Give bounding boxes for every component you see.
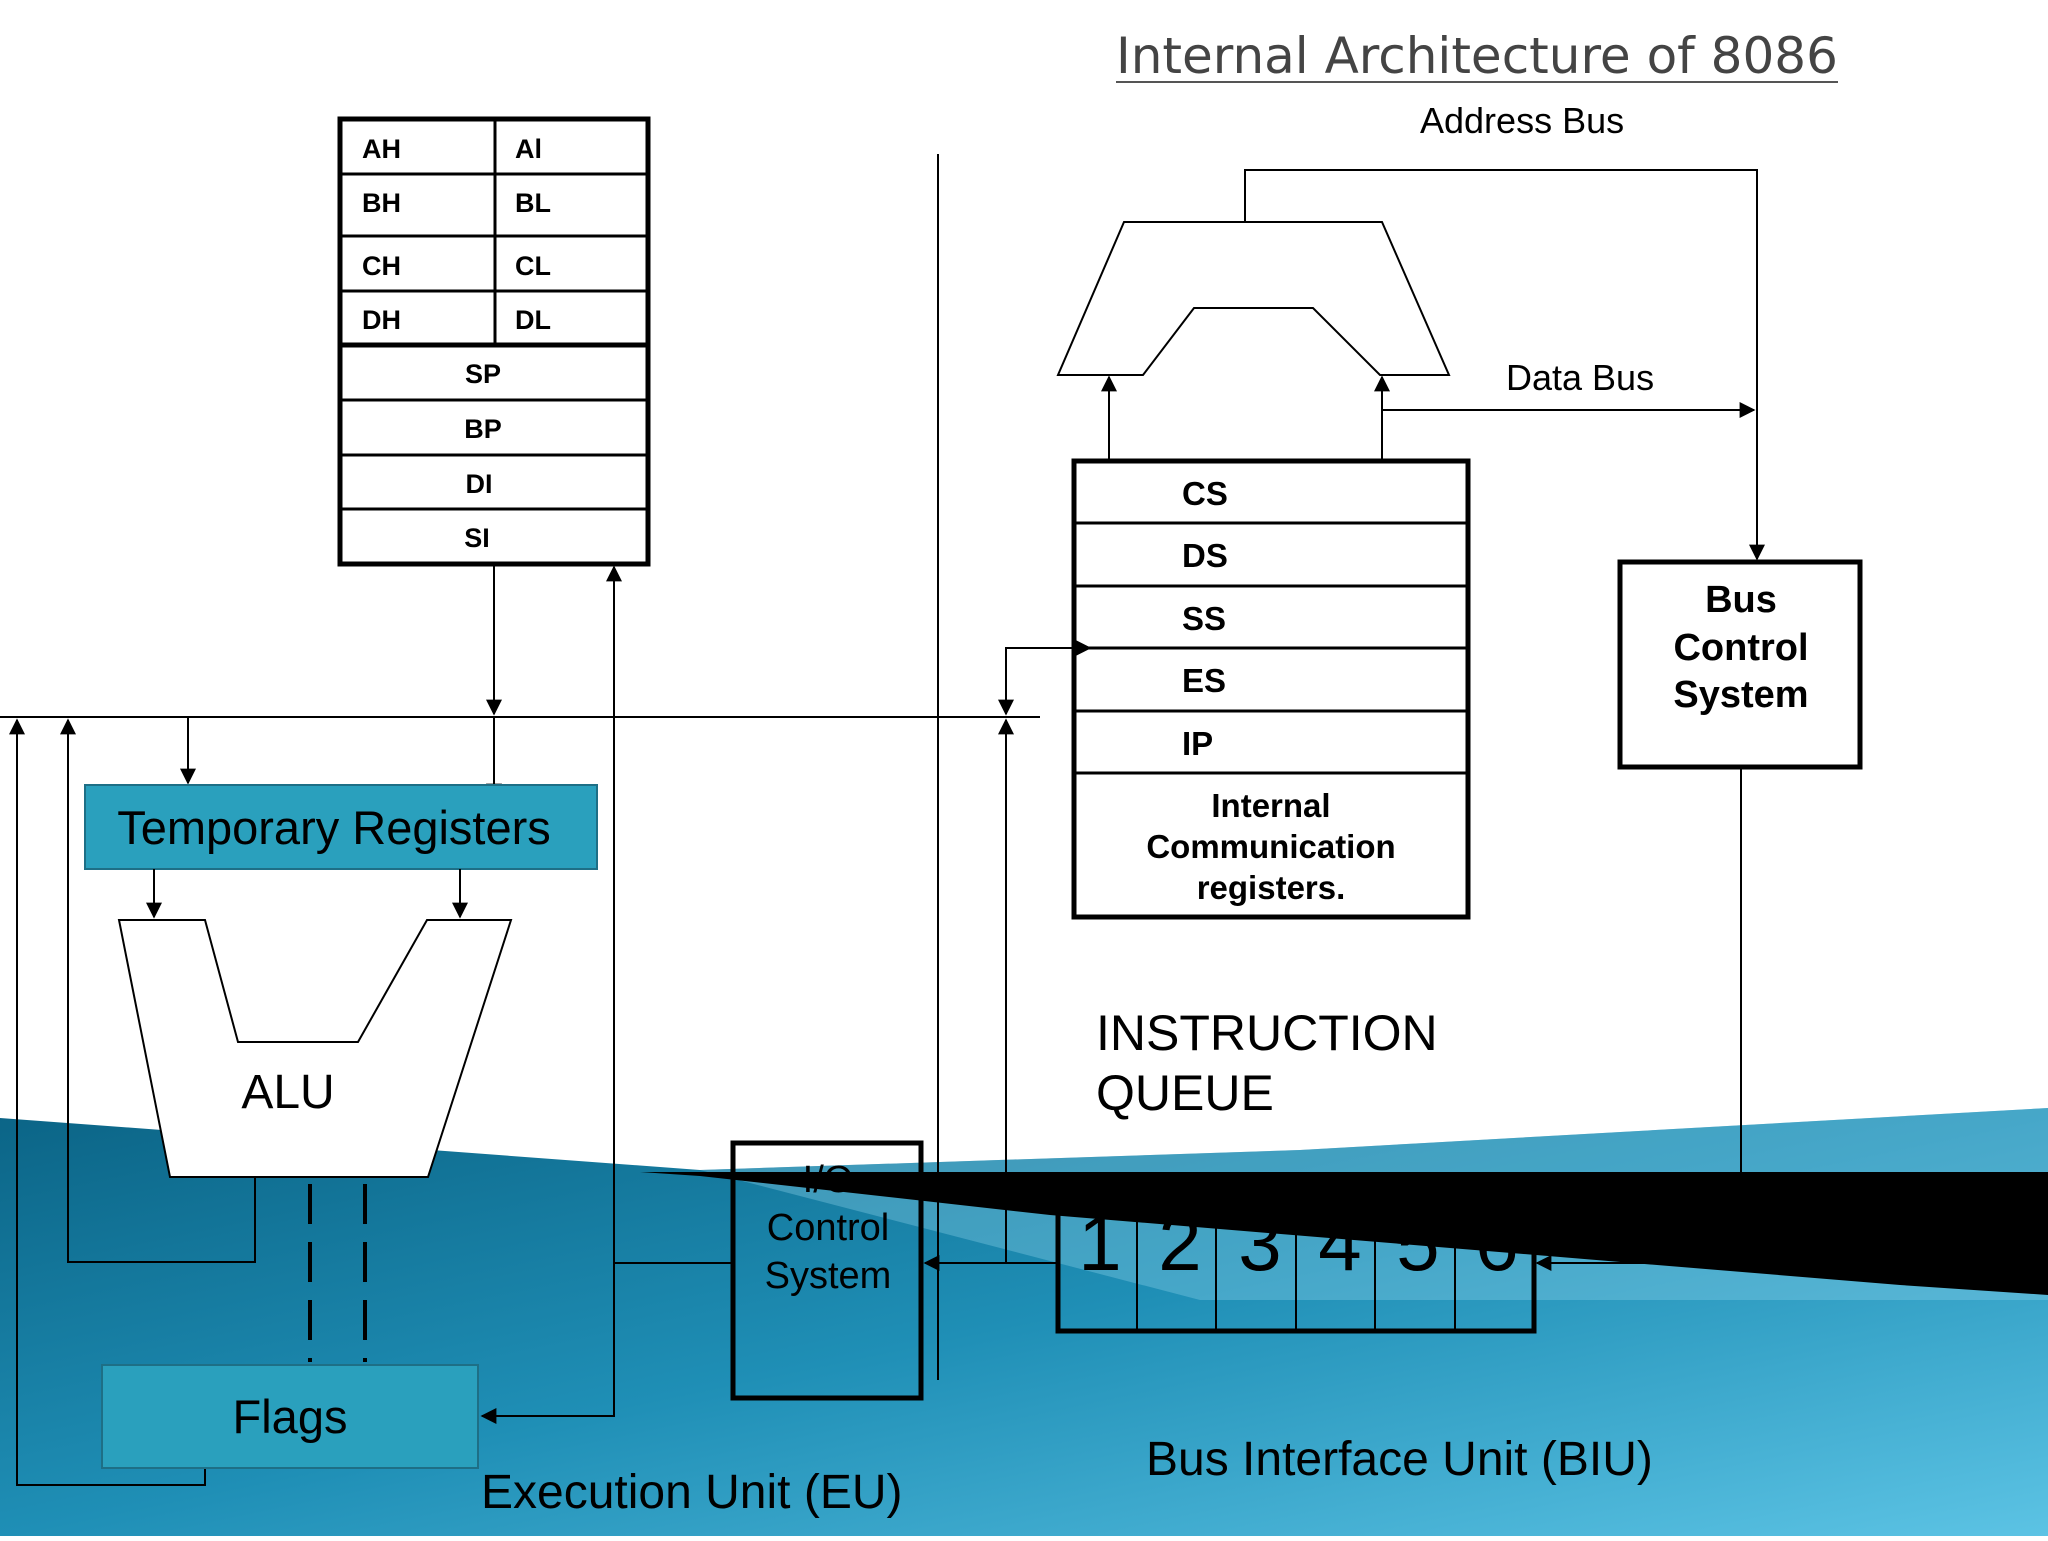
data-bus-label: Data Bus — [1506, 357, 1654, 398]
internal-comm-line1: Internal — [1211, 787, 1330, 824]
io-control-box — [730, 1140, 924, 1401]
alu-label: ALU — [241, 1066, 334, 1119]
biu-label: Bus Interface Unit (BIU) — [1146, 1433, 1653, 1486]
bus-control-line1: Bus — [1705, 579, 1777, 621]
register-ds: DS — [1182, 537, 1228, 574]
instruction-queue-line2: QUEUE — [1096, 1065, 1274, 1121]
instruction-queue-line1: INSTRUCTION — [1096, 1005, 1438, 1061]
internal-comm-line2: Communication — [1146, 828, 1395, 865]
io-control-line3: System — [765, 1255, 892, 1297]
io-control-line2: Control — [767, 1207, 890, 1249]
register-bh: BH — [362, 188, 401, 218]
flags-label: Flags — [233, 1390, 348, 1443]
general-registers: AH Al BH BL CH CL DH DL SP BP DI SI — [337, 116, 651, 567]
address-bus-line — [1244, 169, 1765, 561]
register-si: SI — [464, 523, 490, 553]
register-di: DI — [466, 469, 493, 499]
address-adder-shape — [1056, 221, 1451, 376]
register-bp: BP — [464, 414, 502, 444]
register-dl: DL — [515, 305, 551, 335]
register-ch: CH — [362, 251, 401, 281]
alu-feedback-line — [60, 718, 256, 1263]
segment-registers: CS DS SS ES IP Internal Communication re… — [1071, 458, 1471, 920]
register-ah: AH — [362, 134, 401, 164]
page-title: Internal Architecture of 8086 — [1116, 27, 1838, 85]
black-band-overlay — [640, 1172, 2048, 1295]
register-cs: CS — [1182, 475, 1228, 512]
alu-shape — [117, 919, 513, 1178]
register-es: ES — [1182, 662, 1226, 699]
internal-comm-line3: registers. — [1197, 869, 1346, 906]
bus-to-segment-link — [998, 640, 1092, 716]
register-dh: DH — [362, 305, 401, 335]
flags-feedback-line — [9, 718, 206, 1486]
bus-control-line3: System — [1673, 674, 1808, 716]
register-sp: SP — [465, 359, 501, 389]
register-ip: IP — [1182, 725, 1213, 762]
address-bus-label: Address Bus — [1420, 100, 1624, 141]
register-al: Al — [515, 134, 542, 164]
register-ss: SS — [1182, 600, 1226, 637]
eu-label: Execution Unit (EU) — [481, 1466, 902, 1519]
temporary-registers-label: Temporary Registers — [117, 801, 551, 854]
register-bl: BL — [515, 188, 551, 218]
register-cl: CL — [515, 251, 551, 281]
flags-box — [101, 1364, 479, 1469]
bus-control-line2: Control — [1673, 627, 1808, 669]
flags-register-link — [480, 565, 622, 1424]
